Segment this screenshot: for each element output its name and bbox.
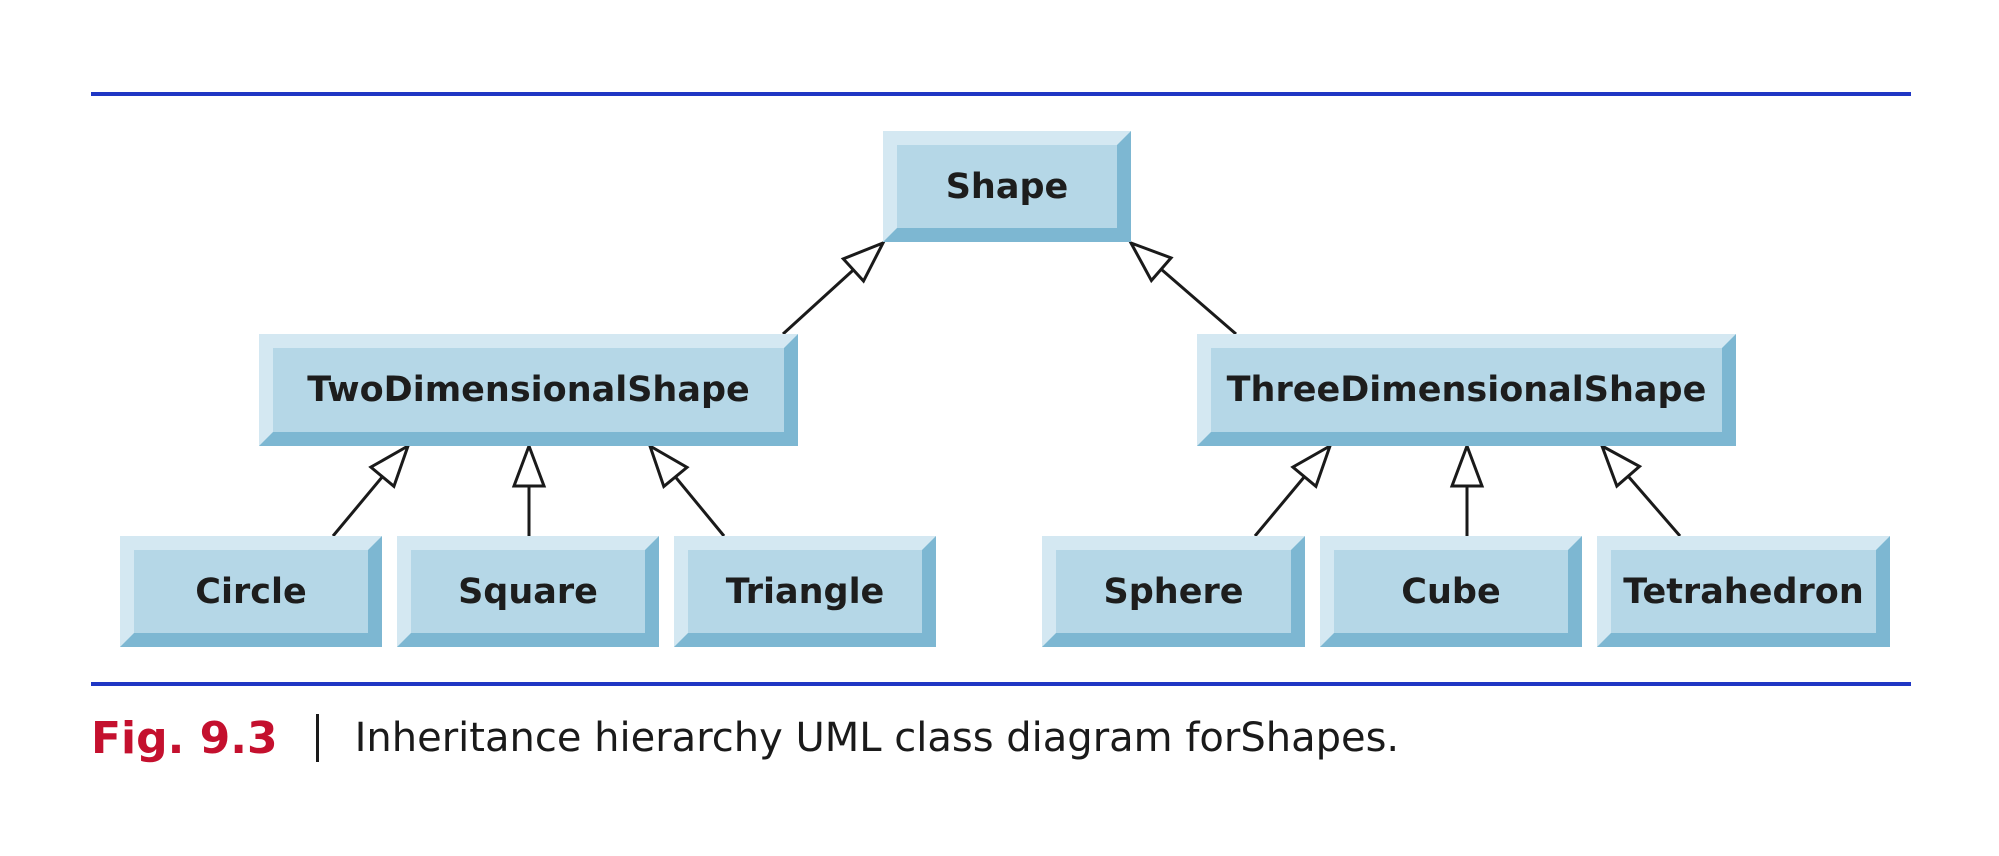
figure-caption: Fig. 9.3 Inheritance hierarchy UML class… — [91, 708, 1399, 768]
class-name-circle: Circle — [195, 571, 307, 612]
class-box-square: Square — [397, 536, 659, 647]
arrow-cube-to-three-dimensional-hollow-triangle-head — [1449, 441, 1485, 488]
arrow-triangle-to-two-dimensional-hollow-triangle-head — [647, 442, 690, 489]
class-box-triangle: Triangle — [674, 536, 936, 647]
arrow-circle-to-two-dimensional-hollow-triangle-head — [368, 442, 411, 489]
class-box-circle: Circle — [120, 536, 382, 647]
class-name-triangle: Triangle — [725, 571, 885, 612]
class-box-shape: Shape — [883, 131, 1131, 242]
arrow-tetrahedron-to-three-dimensional-hollow-triangle-head — [1599, 442, 1643, 489]
top-rule — [91, 92, 1911, 96]
caption-end: . — [1386, 715, 1400, 761]
class-name-shape: Shape — [945, 166, 1069, 207]
arrow-cube-to-three-dimensional — [1449, 441, 1485, 536]
class-box-tetrahedron: Tetrahedron — [1597, 536, 1890, 647]
class-box-two-dimensional-shape: TwoDimensionalShape — [259, 334, 798, 446]
arrow-two-dimensional-to-shape-line — [781, 268, 855, 336]
arrow-circle-to-two-dimensional-line — [331, 475, 384, 537]
arrow-tetrahedron-to-three-dimensional-line — [1627, 475, 1682, 537]
arrow-triangle-to-two-dimensional-line — [674, 475, 726, 537]
arrow-three-dimensional-to-shape-hollow-triangle-head — [1127, 240, 1174, 284]
class-name-tetrahedron: Tetrahedron — [1623, 571, 1864, 612]
arrow-three-dimensional-to-shape — [1127, 240, 1237, 336]
arrow-circle-to-two-dimensional — [331, 442, 411, 537]
class-box-cube: Cube — [1320, 536, 1582, 647]
arrow-triangle-to-two-dimensional — [647, 442, 726, 537]
class-box-three-dimensional-shape: ThreeDimensionalShape — [1197, 334, 1736, 446]
arrow-square-to-two-dimensional — [511, 441, 547, 536]
class-name-sphere: Sphere — [1103, 571, 1244, 612]
arrow-sphere-to-three-dimensional-hollow-triangle-head — [1290, 442, 1333, 489]
arrow-square-to-two-dimensional-hollow-triangle-head — [511, 441, 547, 488]
arrow-two-dimensional-to-shape-hollow-triangle-head — [840, 240, 887, 284]
arrow-three-dimensional-to-shape-line — [1160, 268, 1237, 336]
arrow-tetrahedron-to-three-dimensional — [1599, 442, 1682, 537]
class-name-cube: Cube — [1401, 571, 1501, 612]
bottom-rule — [91, 682, 1911, 686]
arrow-sphere-to-three-dimensional-line — [1253, 475, 1306, 537]
figure-number: Fig. 9.3 — [91, 712, 278, 764]
class-name-two-dimensional-shape: TwoDimensionalShape — [307, 370, 750, 410]
caption-text: Inheritance hierarchy UML class diagram … — [354, 715, 1241, 761]
class-name-three-dimensional-shape: ThreeDimensionalShape — [1226, 370, 1707, 410]
class-box-sphere: Sphere — [1042, 536, 1305, 647]
caption-code: Shapes — [1240, 715, 1387, 761]
arrow-sphere-to-three-dimensional — [1253, 442, 1333, 537]
caption-separator — [315, 714, 319, 762]
arrow-two-dimensional-to-shape — [781, 240, 887, 336]
class-name-square: Square — [458, 571, 598, 612]
